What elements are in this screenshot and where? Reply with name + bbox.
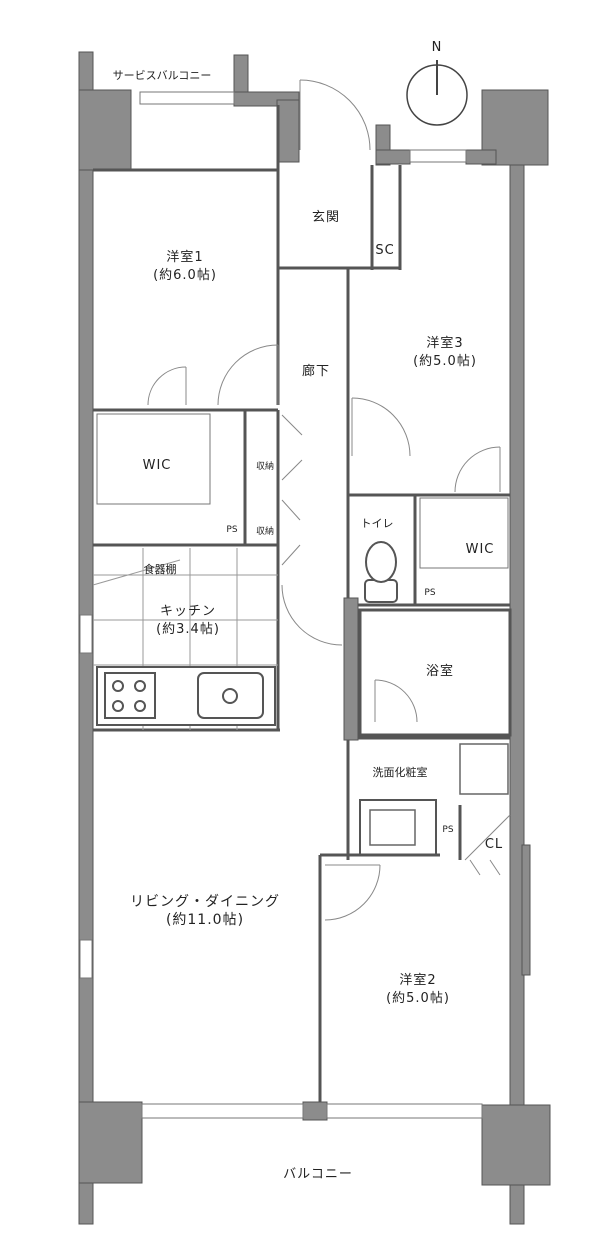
room-name: 洋室3 bbox=[426, 336, 464, 351]
service-balcony-label: サービスバルコニー bbox=[112, 69, 212, 82]
hallway-pillar bbox=[343, 597, 359, 741]
windows bbox=[79, 91, 483, 1119]
room-label-bedroom3: 洋室3 (約5.0帖) bbox=[413, 335, 477, 371]
door-swings bbox=[147, 79, 511, 921]
room-label-bedroom2: 洋室2 (約5.0帖) bbox=[386, 972, 450, 1008]
toilet-icon bbox=[364, 541, 398, 603]
room-size: (約6.0帖) bbox=[153, 268, 217, 283]
room-label-cupboard: 食器棚 bbox=[143, 563, 177, 576]
interior-walls bbox=[93, 105, 510, 1102]
room-label-ps2: PS bbox=[424, 588, 436, 598]
room-label-kitchen: キッチン (約3.4帖) bbox=[156, 603, 220, 639]
washroom-counter bbox=[359, 799, 437, 856]
wic2-inner bbox=[419, 497, 509, 569]
room-size: (約11.0帖) bbox=[165, 912, 245, 928]
kitchen-counter bbox=[96, 666, 276, 726]
room-label-ps1: PS bbox=[226, 525, 238, 535]
compass-north-label: N bbox=[431, 40, 443, 55]
room-name: 洋室2 bbox=[399, 973, 437, 988]
room-label-bedroom1: 洋室1 (約6.0帖) bbox=[153, 249, 217, 285]
room-label-living: リビング・ダイニング (約11.0帖) bbox=[130, 893, 280, 929]
room-label-entrance: 玄関 bbox=[311, 210, 341, 225]
room-label-storage1: 収納 bbox=[255, 462, 275, 472]
room-label-toilet: トイレ bbox=[360, 517, 394, 530]
room-label-closet: CL bbox=[484, 837, 504, 852]
washroom-basin bbox=[369, 809, 416, 846]
room-label-shoe-closet: SC bbox=[375, 243, 395, 258]
room-name: 洋室1 bbox=[166, 250, 204, 265]
room-size: (約5.0帖) bbox=[386, 991, 450, 1006]
room-size: (約5.0帖) bbox=[413, 354, 477, 369]
bathroom-wall bbox=[358, 608, 512, 737]
room-label-storage2: 収納 bbox=[255, 527, 275, 537]
room-name: リビング・ダイニング bbox=[130, 894, 280, 910]
room-label-ps3: PS bbox=[442, 825, 454, 835]
room-label-washroom: 洗面化粧室 bbox=[372, 766, 428, 779]
room-label-bathroom: 浴室 bbox=[425, 664, 455, 679]
compass-icon bbox=[406, 60, 468, 126]
wic1-inner bbox=[96, 413, 211, 505]
room-label-hallway: 廊下 bbox=[301, 364, 331, 379]
balcony-label: バルコニー bbox=[283, 1167, 353, 1182]
exterior-walls bbox=[78, 51, 551, 1225]
washroom-washer bbox=[459, 743, 509, 795]
room-size: (約3.4帖) bbox=[156, 622, 220, 637]
room-name: キッチン bbox=[159, 604, 217, 619]
room-label-wic2: WIC bbox=[465, 542, 495, 557]
room-label-wic1: WIC bbox=[142, 458, 172, 473]
